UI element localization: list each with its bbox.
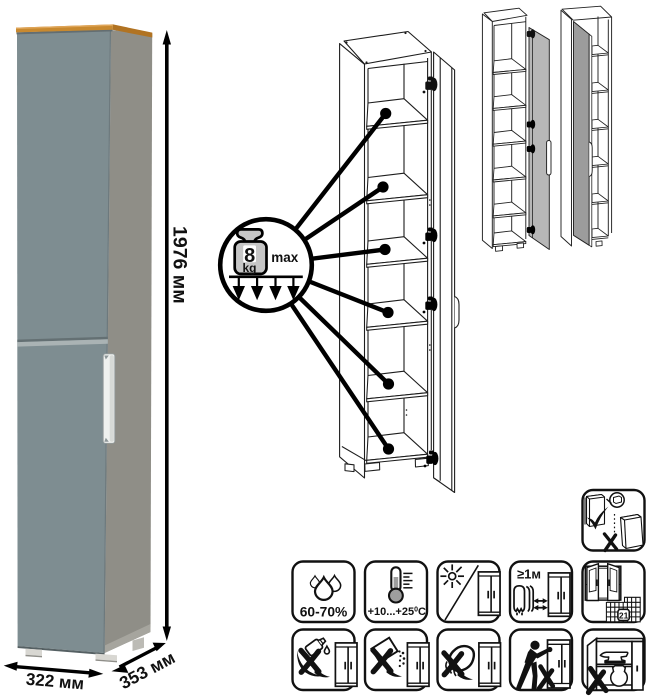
svg-text:kg: kg [242, 261, 256, 275]
svg-text:21: 21 [619, 611, 629, 621]
svg-text:≥1м: ≥1м [517, 567, 541, 582]
svg-text:322 мм: 322 мм [25, 670, 85, 694]
svg-text:+10...+250С: +10...+250С [368, 606, 426, 618]
svg-text:8: 8 [244, 245, 255, 267]
svg-text:max: max [271, 250, 299, 265]
svg-text:1976 мм: 1976 мм [169, 226, 191, 304]
svg-text:60-70%: 60-70% [300, 604, 348, 619]
